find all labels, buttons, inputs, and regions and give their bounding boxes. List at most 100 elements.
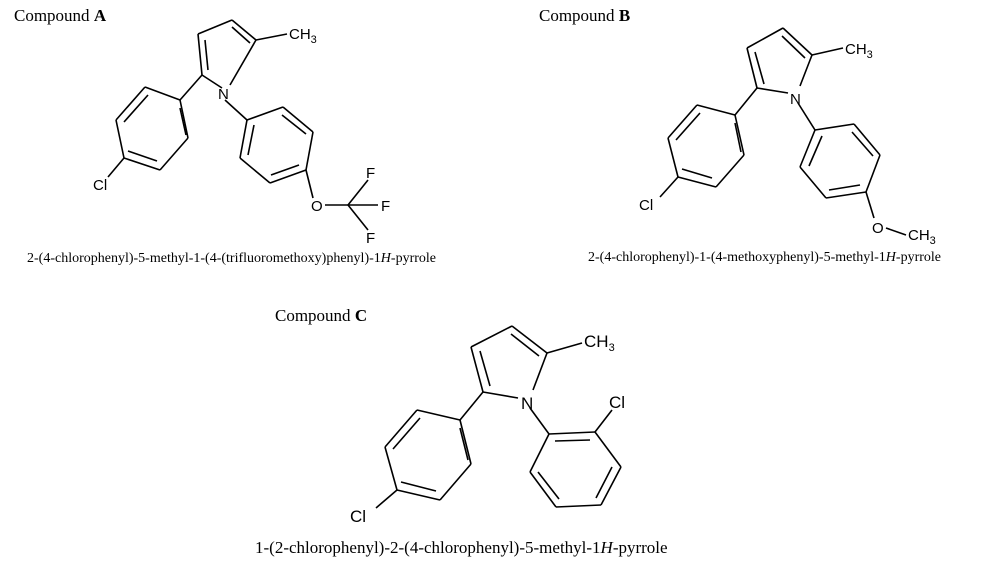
c-bond: [375, 489, 398, 509]
c-bond: [439, 463, 472, 501]
b-bond: [799, 166, 827, 199]
compound-c-name-h: H: [600, 538, 613, 557]
a-bond: [197, 19, 233, 35]
b-bond: [814, 123, 855, 131]
b-bond: [853, 123, 881, 156]
compound-c-name-text: 1-(2-chlorophenyl)-2-(4-chlorophenyl)-5-…: [255, 538, 601, 557]
compound-a-label: Compound A: [14, 6, 106, 26]
a-bond: [115, 86, 146, 121]
c-bond: [510, 333, 540, 357]
c-bond: [511, 325, 548, 354]
a-bond: [197, 33, 203, 76]
compound-a-name: 2-(4-chlorophenyl)-5-methyl-1-(4-(triflu…: [27, 251, 436, 267]
b-bond: [885, 227, 907, 236]
b-bond: [667, 137, 679, 178]
a-bond: [224, 99, 248, 121]
compound-c-name: 1-(2-chlorophenyl)-2-(4-chlorophenyl)-5-…: [255, 538, 668, 558]
a-bond: [239, 157, 271, 184]
c-bond: [400, 481, 437, 492]
a-fluorine-atom-1: F: [366, 165, 375, 182]
a-bond: [246, 106, 284, 121]
a-fluorine-atom-3: F: [366, 230, 375, 247]
b-bond: [756, 87, 789, 94]
b-bond: [734, 87, 758, 116]
b-bond: [808, 135, 823, 167]
compound-a-name-suffix: -pyrrole: [390, 251, 436, 266]
compound-a-letter: A: [93, 6, 107, 25]
a-bond: [269, 169, 307, 184]
b-bond: [825, 191, 867, 199]
a-bond: [123, 94, 149, 123]
c-bond: [479, 350, 491, 387]
b-bond: [677, 176, 717, 188]
c-bond: [529, 433, 550, 473]
b-oxygen-atom: O: [872, 220, 884, 237]
compound-c-structure: N CH3 Cl Cl: [350, 325, 625, 526]
a-bond: [159, 137, 189, 171]
c-methyl-group: CH3: [584, 332, 615, 354]
c-bond: [600, 466, 622, 506]
c-bond: [594, 409, 613, 433]
c-bond: [554, 439, 591, 442]
c-bond: [529, 471, 557, 508]
b-bond: [828, 184, 861, 191]
c-bond: [384, 446, 398, 491]
b-bond: [675, 112, 701, 141]
compound-c-name-suffix: -pyrrole: [612, 538, 668, 557]
a-bond: [247, 124, 255, 156]
a-bond: [231, 26, 251, 44]
a-nitrogen-atom: N: [218, 86, 229, 103]
a-fluorine-atom-2: F: [381, 198, 390, 215]
compound-b-structure: N CH3 Cl O CH3: [639, 27, 936, 247]
b-bond: [667, 104, 698, 139]
b-bond: [851, 131, 874, 157]
compound-b-letter: B: [618, 6, 631, 25]
compound-b-label: Compound B: [539, 6, 630, 26]
c-bond: [384, 409, 418, 448]
b-bond: [754, 51, 765, 85]
compound-b-name-h: H: [885, 250, 896, 265]
a-bond: [305, 169, 314, 199]
b-bond: [659, 176, 679, 198]
compound-b-name-suffix: -pyrrole: [895, 250, 942, 265]
compound-c-label-prefix: Compound: [275, 306, 355, 325]
c-bond: [529, 407, 550, 435]
a-bond: [347, 204, 369, 231]
b-bond: [746, 27, 784, 49]
b-bond: [799, 54, 813, 87]
compound-b-label-prefix: Compound: [539, 6, 619, 25]
a-bond: [255, 33, 288, 41]
compound-a-label-prefix: Compound: [14, 6, 94, 25]
compound-b-name: 2-(4-chlorophenyl)-1-(4-methoxyphenyl)-5…: [588, 250, 941, 266]
b-bond: [734, 122, 742, 153]
a-bond: [347, 179, 369, 206]
a-bond: [115, 119, 125, 159]
c-bond: [396, 489, 441, 501]
b-bond: [865, 154, 881, 193]
compound-b-name-text: 2-(4-chlorophenyl)-1-(4-methoxyphenyl)-5…: [588, 250, 886, 265]
b-bond: [681, 168, 713, 179]
a-bond: [179, 74, 203, 101]
a-bond: [127, 150, 158, 162]
compound-a-name-text: 2-(4-chlorophenyl)-5-methyl-1-(4-(triflu…: [27, 251, 381, 266]
c-bond: [470, 346, 484, 393]
compound-c-label: Compound C: [275, 306, 367, 326]
b-chlorine-atom: Cl: [639, 197, 653, 214]
c-nitrogen-atom: N: [521, 394, 533, 413]
a-oxygen-atom: O: [311, 198, 323, 215]
compound-a-structure: N CH3 Cl O F F F: [93, 19, 390, 247]
a-bond: [239, 119, 248, 159]
c-chlorine-atom-para: Cl: [350, 507, 366, 526]
c-bond: [555, 504, 602, 508]
c-bond: [546, 342, 583, 354]
c-bond: [548, 431, 596, 435]
a-bond: [282, 106, 314, 133]
compound-a-name-h: H: [380, 251, 391, 266]
c-bond: [594, 431, 622, 468]
a-bond: [229, 39, 257, 86]
a-bond: [107, 157, 125, 178]
c-bond: [470, 325, 513, 348]
b-bond: [696, 104, 736, 116]
